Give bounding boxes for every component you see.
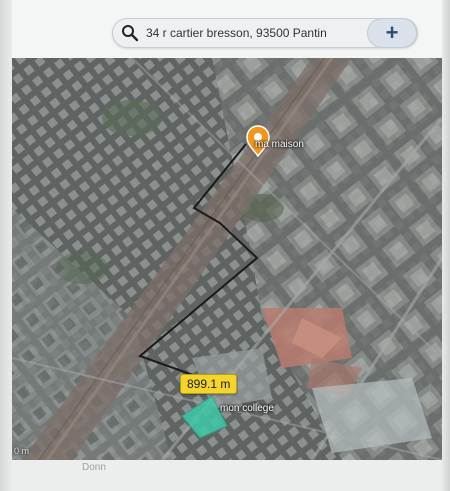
- search-input[interactable]: 34 r cartier bresson, 93500 Pantin: [146, 26, 327, 40]
- top-bar: 34 r cartier bresson, 93500 Pantin +: [12, 0, 442, 58]
- school-label: mon college: [220, 403, 274, 414]
- screen-bezel-right: [442, 0, 450, 491]
- add-button[interactable]: +: [367, 18, 417, 48]
- school-area[interactable]: [181, 395, 228, 439]
- map-canvas[interactable]: [12, 58, 442, 460]
- distance-badge: 899.1 m: [180, 374, 238, 394]
- scale-label: 0 m: [14, 446, 30, 456]
- home-pin-icon[interactable]: [246, 125, 270, 158]
- bottom-tab[interactable]: Donn: [82, 462, 106, 473]
- search-icon: [121, 24, 139, 42]
- satellite-map[interactable]: ma maison mon college: [12, 58, 442, 460]
- home-label: ma maison: [255, 139, 304, 150]
- search-bar[interactable]: 34 r cartier bresson, 93500 Pantin +: [112, 18, 418, 48]
- route-line: [138, 143, 259, 385]
- bottom-panel: Donn: [12, 460, 442, 491]
- screen-bezel-left: [0, 0, 12, 491]
